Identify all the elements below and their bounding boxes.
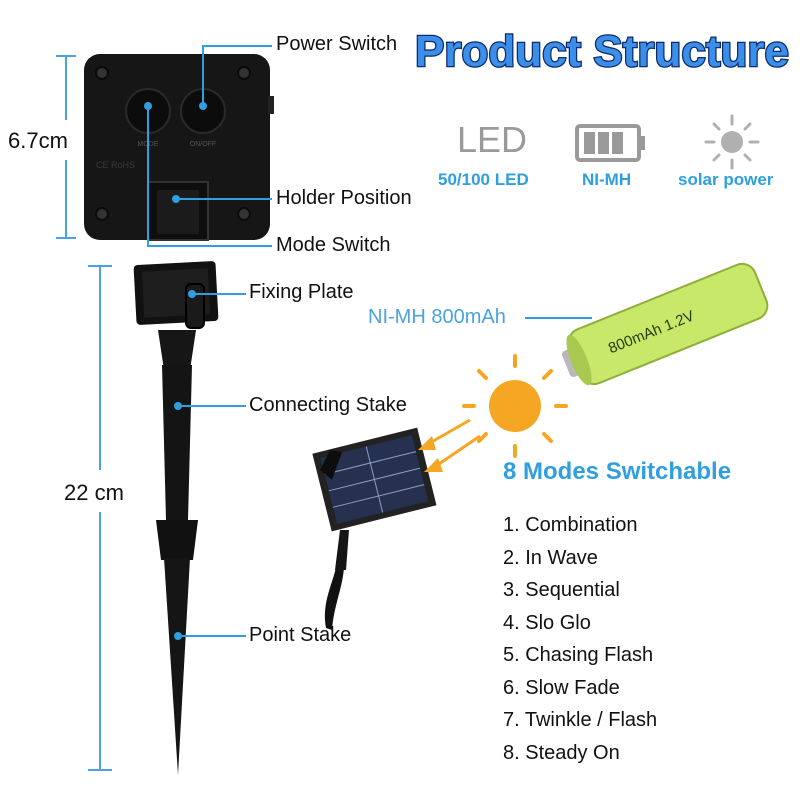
connecting-stake-label: Connecting Stake <box>249 394 407 416</box>
stake-callout-lines <box>178 293 246 637</box>
controller-box: MODE ON/OFF CE RoHS <box>84 54 274 241</box>
mode-item: 1. Combination <box>503 514 638 536</box>
sunlight-arrows <box>418 418 481 472</box>
battery-illustration: 800mAh 1.2V <box>561 262 769 386</box>
feature-label-led: 50/100 LED <box>438 170 529 189</box>
mode-item: 3. Sequential <box>503 579 620 601</box>
led-text-icon: LED <box>457 119 527 160</box>
mode-item: 5. Chasing Flash <box>503 644 654 666</box>
mode-item: 2. In Wave <box>503 546 598 569</box>
page-title: Product Structure <box>415 27 789 76</box>
holder-position-label: Holder Position <box>276 187 412 209</box>
mode-switch-label: Mode Switch <box>276 234 391 256</box>
controller-callout-lines <box>147 45 272 247</box>
feature-label-battery: NI-MH <box>582 170 632 189</box>
modes-heading: 8 Modes Switchable <box>503 458 732 485</box>
power-switch-label: Power Switch <box>276 33 398 55</box>
title-graphic: Product Structure <box>414 26 791 78</box>
battery-icon <box>575 124 645 162</box>
point-stake-label: Point Stake <box>249 624 352 646</box>
mode-item: 4. Slo Glo <box>503 611 591 634</box>
solar-panel <box>312 427 437 630</box>
onoff-engraving: ON/OFF <box>190 141 216 148</box>
dimension-lines <box>56 55 112 771</box>
mode-item: 7. Twinkle / Flash <box>503 709 658 731</box>
fixing-plate-label: Fixing Plate <box>249 281 354 303</box>
sun-icon <box>462 354 568 458</box>
modes-list: 1. Combination 2. In Wave 3. Sequential … <box>503 512 657 772</box>
ground-stake <box>133 261 219 775</box>
controller-dimension: 6.7cm <box>8 128 68 153</box>
sun-outline-icon <box>704 114 760 170</box>
battery-label: NI-MH 800mAh <box>368 306 506 328</box>
stake-dimension: 22 cm <box>64 480 124 505</box>
mode-item: 8. Steady On <box>503 741 620 764</box>
feature-icons: LED <box>457 114 760 170</box>
side-engraving: CE RoHS <box>96 160 135 170</box>
feature-label-solar: solar power <box>678 170 774 189</box>
mode-item: 6. Slow Fade <box>503 676 620 699</box>
